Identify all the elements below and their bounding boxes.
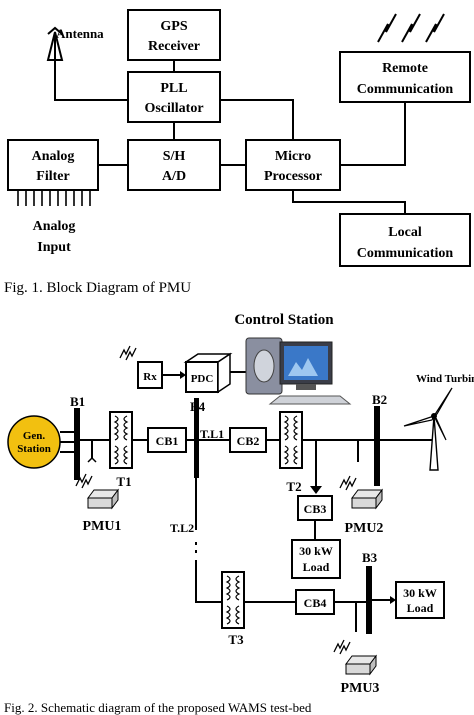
rx-signal-icon [119, 345, 137, 361]
t3-label: T3 [228, 632, 244, 647]
sh-label-line1: S/H [163, 149, 186, 164]
figure1-caption: Fig. 1. Block Diagram of PMU [4, 280, 191, 296]
load-b-box [395, 581, 445, 619]
pll-label-line2: Oscillator [144, 101, 203, 116]
local-label-line2: Communication [357, 246, 454, 261]
remote-label-line1: Remote [382, 61, 428, 76]
b2-label: B2 [372, 392, 387, 407]
figure2-caption: Fig. 2. Schematic diagram of the propose… [4, 700, 312, 715]
micro-label-line1: Micro [275, 149, 311, 164]
bus-b2 [374, 406, 380, 486]
rx-label: Rx [143, 371, 157, 383]
transformer-t3 [221, 571, 245, 629]
gen-station-circle [7, 415, 61, 469]
gps-label-line2: Receiver [148, 39, 200, 54]
pmu3-label: PMU3 [341, 681, 380, 696]
load-a-line2: Load [303, 560, 330, 574]
input-label-line2: Input [37, 240, 71, 255]
filter-label-line1: Analog [32, 149, 75, 164]
local-communication-box [339, 213, 471, 267]
wind-turbine-icon [403, 387, 453, 471]
cb4-label: CB4 [304, 596, 327, 610]
t1-label: T1 [116, 474, 131, 489]
load-b-line1: 30 kW [403, 586, 437, 600]
b3-label: B3 [362, 550, 378, 565]
bus-b1 [74, 408, 80, 480]
antenna-label: Antenna [56, 26, 104, 41]
sh-label-line2: A/D [162, 169, 186, 184]
pdc-label: PDC [191, 373, 214, 385]
wind-turbine-label: Wind Turbine [416, 373, 474, 385]
gen-label-line2: Station [17, 443, 51, 455]
figure1-connectors [54, 60, 406, 214]
cb2-label: CB2 [237, 434, 260, 448]
b4-label: B4 [190, 399, 206, 414]
remote-label-line2: Communication [357, 82, 454, 97]
control-station-label: Control Station [234, 312, 334, 328]
analog-filter-box [7, 139, 99, 191]
analog-input-pins [17, 190, 91, 206]
tl2-label: T.L2 [170, 521, 194, 535]
input-label-line1: Analog [33, 219, 76, 234]
pmu1-icon [87, 489, 119, 509]
bus-b3 [366, 566, 372, 634]
pll-label-line1: PLL [160, 81, 187, 96]
figure2-schematic: Control Station Rx PDC Gen. Station B1 [4, 312, 474, 715]
pmu2-label: PMU2 [345, 521, 384, 536]
computer-icon [245, 337, 352, 405]
local-label-line1: Local [388, 225, 422, 240]
pmu3-icon [345, 655, 377, 675]
sample-hold-adc-box [127, 139, 221, 191]
b1-label: B1 [70, 394, 85, 409]
transformer-t2 [279, 411, 303, 469]
pmu1-label: PMU1 [83, 519, 122, 534]
cb1-box [147, 427, 187, 453]
filter-label-line2: Filter [36, 169, 69, 184]
figure1-block-diagram: Antenna GPS Receiver PLL Oscillator Anal… [4, 9, 471, 296]
cb1-label: CB1 [156, 434, 179, 448]
pdc-box [185, 361, 219, 393]
gps-receiver-box [127, 9, 221, 61]
cb3-label: CB3 [304, 502, 327, 516]
pmu2-icon [351, 489, 383, 509]
load-a-line1: 30 kW [299, 544, 333, 558]
tl1-label: T.L1 [200, 427, 224, 441]
transformer-t1 [109, 411, 133, 469]
load-b-line2: Load [407, 601, 434, 615]
load-a-box [291, 539, 341, 579]
wireless-signal-icon [377, 13, 445, 43]
t2-label: T2 [286, 479, 301, 494]
bus-b4 [194, 398, 199, 478]
gps-label-line1: GPS [160, 19, 187, 34]
micro-label-line2: Processor [264, 169, 322, 184]
gen-label-line1: Gen. [23, 430, 46, 442]
